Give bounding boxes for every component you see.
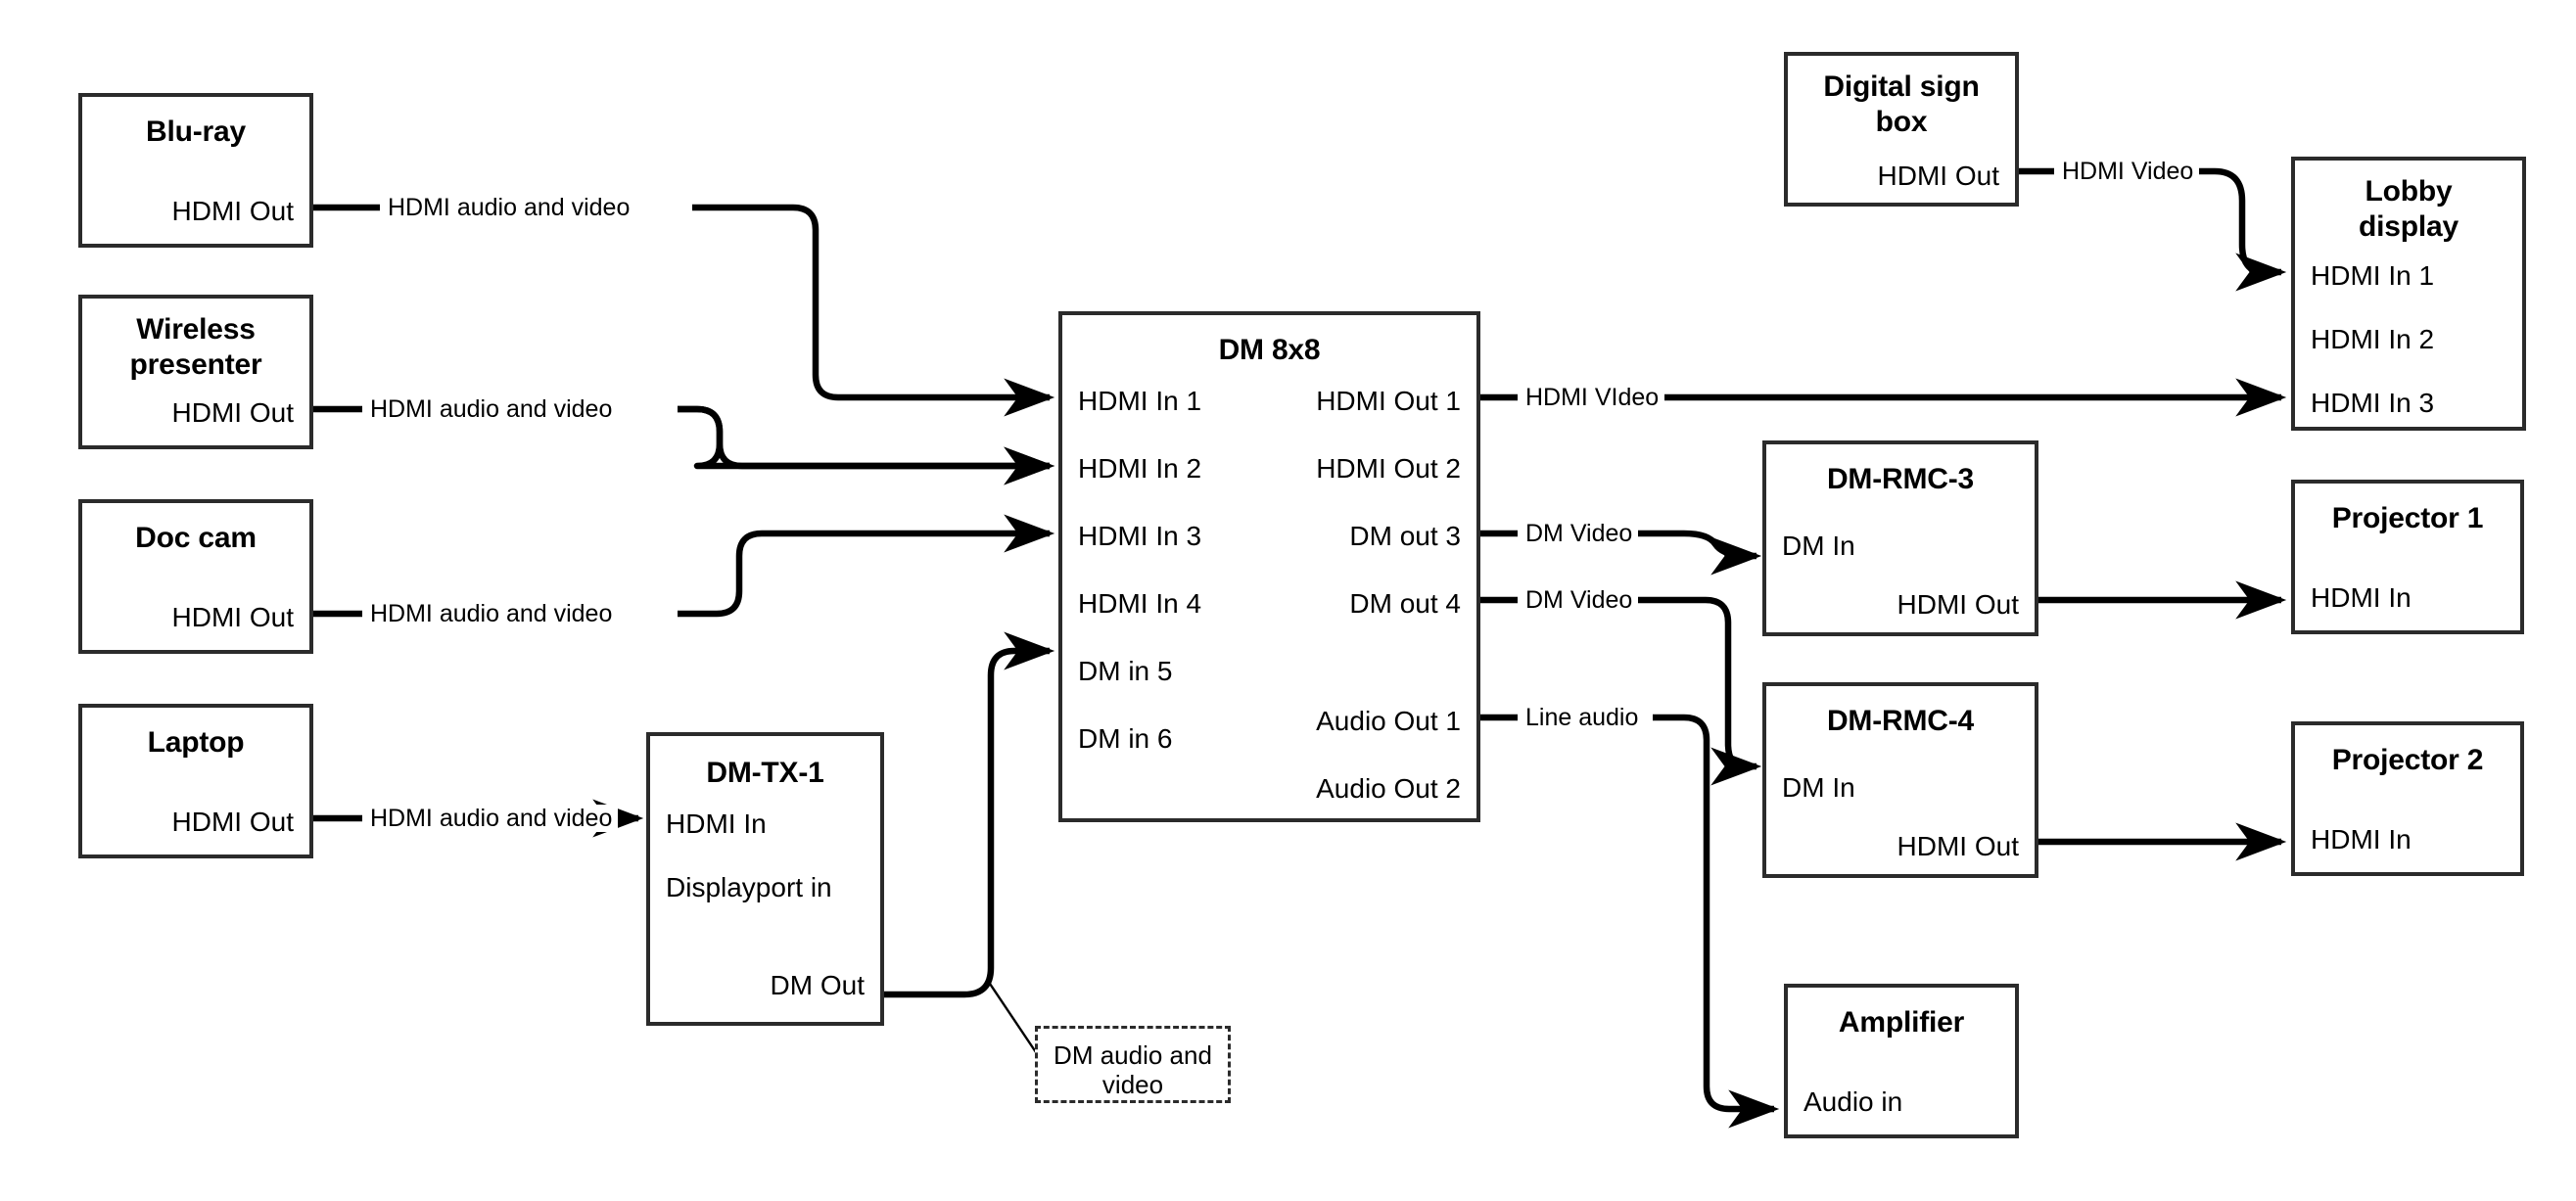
device-box-projector-1[interactable]: Projector 1 HDMI In xyxy=(2291,480,2524,634)
device-box-dm-rmc-4[interactable]: DM-RMC-4 DM In HDMI Out xyxy=(1762,682,2038,878)
digitalsign-title-line2: box xyxy=(1875,106,1928,138)
lobby-title-line1: Lobby xyxy=(2365,175,2453,208)
wire-wireless-to-dm-in2-b xyxy=(678,405,1055,485)
dm8x8-output-audio-out-1[interactable]: Audio Out 1 xyxy=(1316,706,1461,736)
dm8x8-output-dm-out-3[interactable]: DM out 3 xyxy=(1349,521,1461,551)
wire-tx-out-to-dm-in5 xyxy=(884,631,1055,998)
dmrmc3-port-dm-in[interactable]: DM In xyxy=(1782,531,1855,561)
callout-leader-line xyxy=(987,980,1039,1056)
lobby-input-hdmi-in-1[interactable]: HDMI In 1 xyxy=(2311,260,2435,291)
digitalsign-port-hdmi-out[interactable]: HDMI Out xyxy=(1877,161,1999,191)
device-box-doc-cam[interactable]: Doc cam HDMI Out xyxy=(78,499,313,654)
digitalsign-title-line1: Digital sign xyxy=(1823,70,1980,103)
dm8x8-title: DM 8x8 xyxy=(1218,334,1321,366)
dmrmc3-title: DM-RMC-3 xyxy=(1826,463,1975,495)
wire-wireless-elbow xyxy=(678,405,1055,485)
dmtx1-port-dm-out[interactable]: DM Out xyxy=(770,970,865,1000)
device-box-dm-rmc-3[interactable]: DM-RMC-3 DM In HDMI Out xyxy=(1762,440,2038,636)
wireless-title-line1: Wireless xyxy=(136,313,256,346)
dm8x8-input-dm-in-6[interactable]: DM in 6 xyxy=(1078,723,1173,754)
dmrmc4-title: DM-RMC-4 xyxy=(1826,705,1975,737)
bluray-port-hdmi-out[interactable]: HDMI Out xyxy=(171,196,294,226)
dmtx1-title: DM-TX-1 xyxy=(706,757,824,789)
device-box-dm-tx-1[interactable]: DM-TX-1 HDMI In Displayport in DM Out xyxy=(646,732,884,1026)
laptop-title: Laptop xyxy=(147,726,245,759)
wire-label-dm-out1-lobby: HDMI VIdeo xyxy=(1520,384,1665,411)
wire-dm-audio-to-amp-b xyxy=(1653,714,1780,1129)
dm8x8-input-hdmi-in-1[interactable]: HDMI In 1 xyxy=(1078,386,1202,416)
wire-label-wireless-to-dm: HDMI audio and video xyxy=(364,395,619,423)
device-box-laptop[interactable]: Laptop HDMI Out xyxy=(78,704,313,858)
callout-text-line2: video xyxy=(1101,1070,1164,1099)
device-box-lobby-display[interactable]: Lobby display HDMI In 1 HDMI In 2 HDMI I… xyxy=(2291,157,2526,431)
dm8x8-output-audio-out-2[interactable]: Audio Out 2 xyxy=(1316,773,1461,804)
wire-label-dm-out4-rmc4: DM Video xyxy=(1520,586,1639,614)
dmtx1-port-displayport-in[interactable]: Displayport in xyxy=(666,872,832,902)
dmrmc4-port-hdmi-out[interactable]: HDMI Out xyxy=(1897,831,2019,861)
dm8x8-input-hdmi-in-2[interactable]: HDMI In 2 xyxy=(1078,453,1202,484)
dm8x8-input-dm-in-5[interactable]: DM in 5 xyxy=(1078,656,1173,686)
dm8x8-output-hdmi-out-1[interactable]: HDMI Out 1 xyxy=(1316,386,1461,416)
projector2-port-hdmi-in[interactable]: HDMI In xyxy=(2311,824,2412,855)
dmrmc3-port-hdmi-out[interactable]: HDMI Out xyxy=(1897,589,2019,620)
laptop-port-hdmi-out[interactable]: HDMI Out xyxy=(171,807,294,837)
wire-bluray-to-dm-in1-b xyxy=(692,204,1055,417)
wireless-port-hdmi-out[interactable]: HDMI Out xyxy=(171,397,294,428)
wire-dm-out4-to-rmc4-b xyxy=(1637,596,1762,786)
dm8x8-output-hdmi-out-2[interactable]: HDMI Out 2 xyxy=(1316,453,1461,484)
callout-text-line1: DM audio and xyxy=(1054,1040,1212,1070)
lobby-title-line2: display xyxy=(2359,210,2459,243)
dm8x8-output-dm-out-4[interactable]: DM out 4 xyxy=(1349,588,1461,619)
dmtx1-port-hdmi-in[interactable]: HDMI In xyxy=(666,808,767,839)
wire-label-dm-audio-amp: Line audio xyxy=(1520,704,1645,731)
callout-dm-audio-and-video: DM audio and video xyxy=(1035,1026,1231,1103)
wire-sign-to-lobby-in1-b xyxy=(2193,167,2287,292)
projector1-port-hdmi-in[interactable]: HDMI In xyxy=(2311,582,2412,613)
dm8x8-input-hdmi-in-4[interactable]: HDMI In 4 xyxy=(1078,588,1202,619)
device-box-bluray[interactable]: Blu-ray HDMI Out xyxy=(78,93,313,248)
dmrmc4-port-dm-in[interactable]: DM In xyxy=(1782,772,1855,803)
wire-label-dm-out3-rmc3: DM Video xyxy=(1520,520,1639,547)
dm8x8-input-hdmi-in-3[interactable]: HDMI In 3 xyxy=(1078,521,1202,551)
wire-label-sign-to-lobby: HDMI Video xyxy=(2056,158,2200,185)
wireless-title-line2: presenter xyxy=(129,348,262,381)
doccam-port-hdmi-out[interactable]: HDMI Out xyxy=(171,602,294,632)
device-box-wireless-presenter[interactable]: Wireless presenter HDMI Out xyxy=(78,295,313,449)
lobby-input-hdmi-in-3[interactable]: HDMI In 3 xyxy=(2311,388,2435,418)
device-box-digital-sign-box[interactable]: Digital sign box HDMI Out xyxy=(1784,52,2019,207)
wire-label-laptop-to-tx: HDMI audio and video xyxy=(364,805,619,832)
wire-label-doccam-to-dm: HDMI audio and video xyxy=(364,600,619,627)
projector2-title: Projector 2 xyxy=(2331,744,2484,776)
device-box-projector-2[interactable]: Projector 2 HDMI In xyxy=(2291,721,2524,876)
device-box-amplifier[interactable]: Amplifier Audio in xyxy=(1784,984,2019,1138)
wire-doccam-to-dm-in3-b xyxy=(678,514,1055,618)
amplifier-port-audio-in[interactable]: Audio in xyxy=(1803,1086,1903,1117)
device-box-dm-8x8[interactable]: DM 8x8 HDMI In 1 HDMI In 2 HDMI In 3 HDM… xyxy=(1058,311,1480,822)
wire-label-bluray-to-dm: HDMI audio and video xyxy=(382,194,636,221)
amplifier-title: Amplifier xyxy=(1838,1006,1965,1039)
doccam-title: Doc cam xyxy=(135,522,257,554)
lobby-input-hdmi-in-2[interactable]: HDMI In 2 xyxy=(2311,324,2435,354)
bluray-title: Blu-ray xyxy=(146,115,246,148)
wire-dm-out3-to-rmc3-b xyxy=(1637,530,1762,576)
projector1-title: Projector 1 xyxy=(2331,502,2484,534)
